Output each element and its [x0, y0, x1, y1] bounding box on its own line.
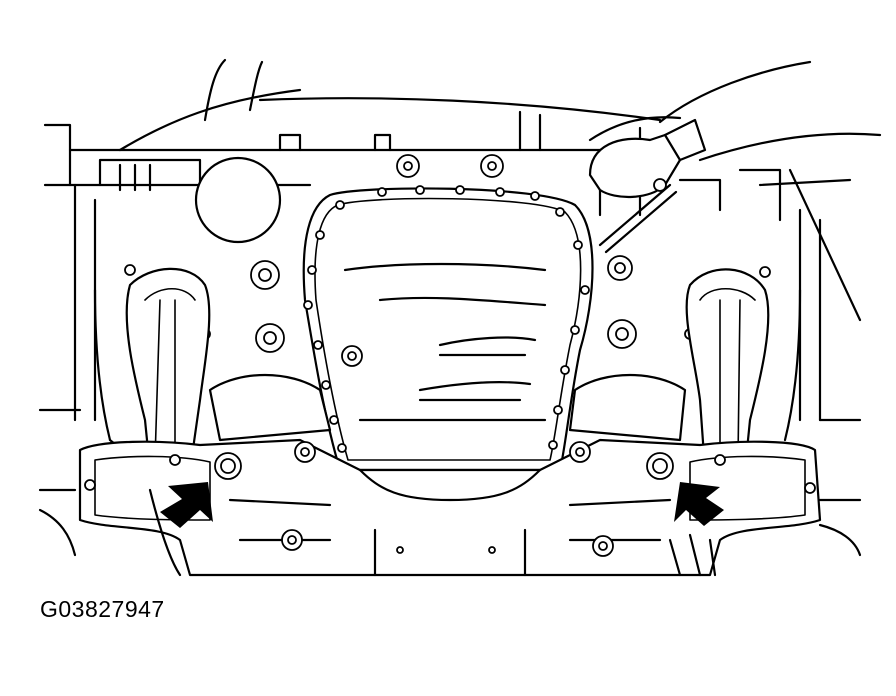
engine-side-left: [38, 183, 97, 492]
upper-hoses: [118, 58, 882, 162]
lower-pipes: [38, 488, 862, 577]
arrow-left-indicator: [160, 482, 213, 528]
oil-pan: [302, 187, 594, 472]
water-outlet-elbow: [588, 118, 707, 199]
dipstick-guide: [598, 183, 678, 254]
oil-pan-bolts: [303, 185, 590, 453]
oil-filter: [194, 156, 282, 244]
exhaust-manifold-left: [93, 267, 332, 472]
exhaust-flange-nuts: [214, 452, 674, 480]
exhaust-manifold-right: [568, 268, 802, 472]
suspension-crossmember: [78, 438, 822, 577]
mounting-bolts: [124, 154, 771, 353]
figure-id-label: G03827947: [40, 596, 165, 622]
arrow-right-indicator: [674, 482, 724, 526]
